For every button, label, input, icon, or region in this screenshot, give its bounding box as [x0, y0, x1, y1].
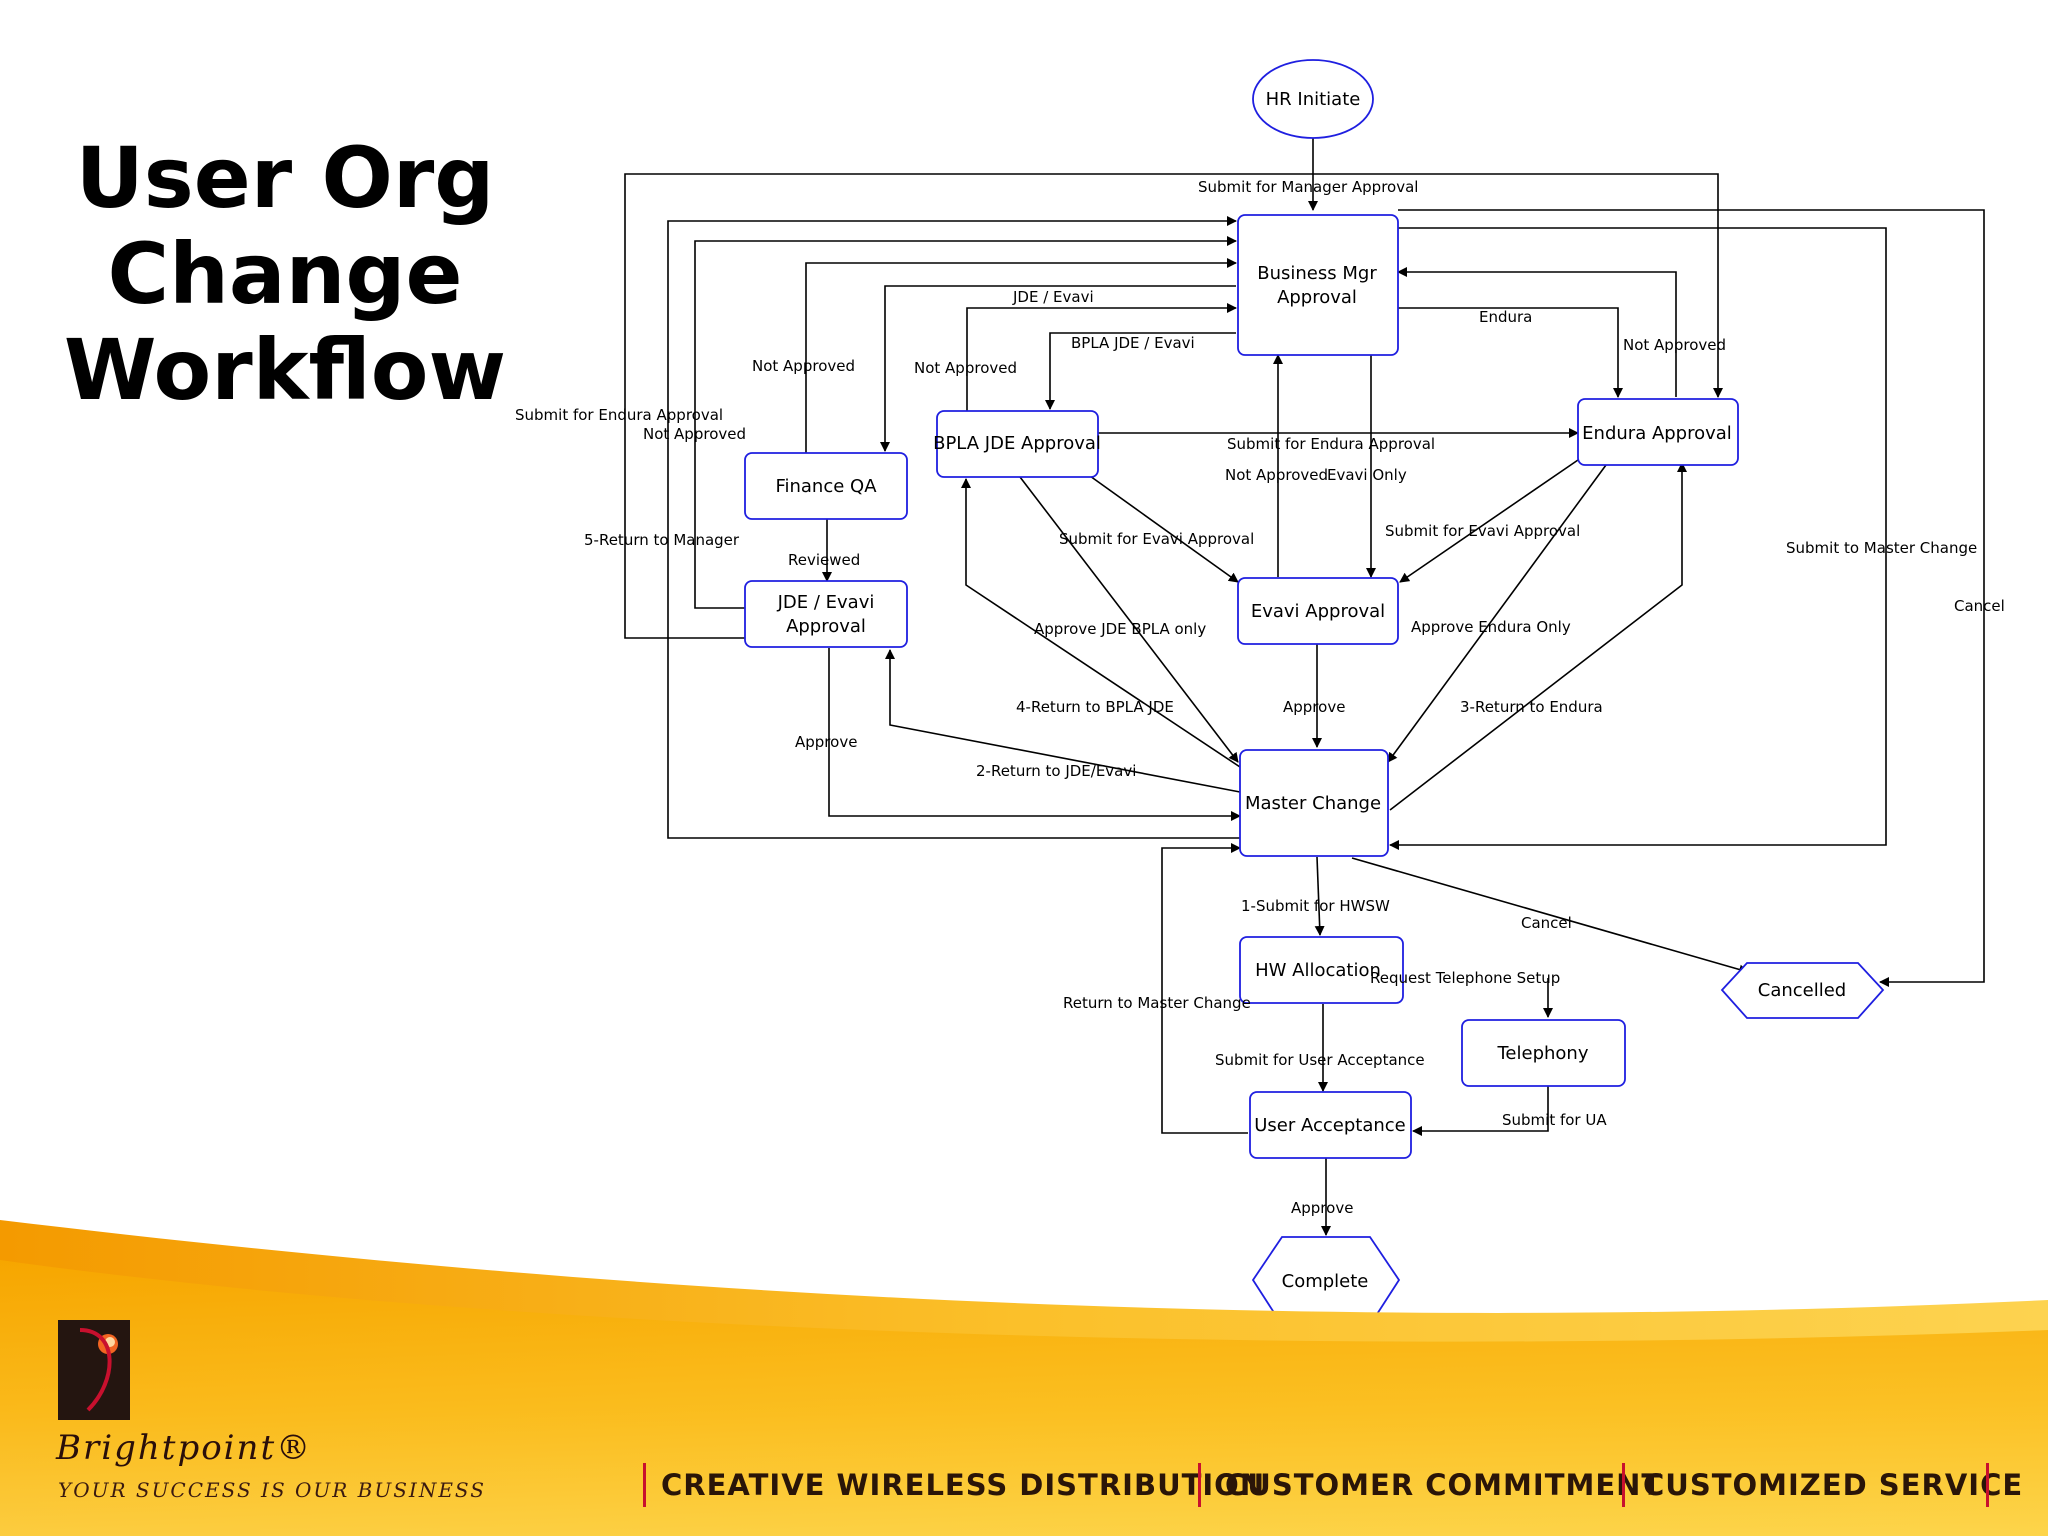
edge-label-submit-hwsw: 1-Submit for HWSW — [1241, 897, 1390, 915]
node-bpla-jde — [936, 410, 1099, 478]
edge-master-to-endura — [1389, 462, 1687, 811]
edge-label-not-approved-finance: Not Approved — [752, 357, 855, 375]
edge-label-evavi-only: Evavi Only — [1327, 466, 1407, 484]
label-evavi: Evavi Approval — [1251, 601, 1385, 622]
edge-master-to-hw — [1314, 856, 1325, 936]
edge-label-approve-jde: Approve — [795, 733, 857, 751]
footer-item-distribution: CREATIVE WIRELESS DISTRIBUTION — [661, 1468, 1266, 1502]
label-hw-allocation: HW Allocation — [1255, 960, 1381, 981]
edge-ua-to-master — [1161, 843, 1248, 1134]
node-evavi — [1237, 577, 1399, 645]
edge-bizmgr-to-finance — [880, 285, 1236, 452]
edge-master-to-bizmgr-loop — [667, 216, 1240, 839]
edge-label-approve-complete: Approve — [1291, 1199, 1353, 1217]
footer-separator — [1198, 1463, 1201, 1507]
edge-label-approve-evavi: Approve — [1283, 698, 1345, 716]
label-business-mgr-1: Business Mgr — [1257, 263, 1377, 284]
footer-separator — [1622, 1463, 1625, 1507]
edge-bpla-to-master — [1019, 476, 1239, 763]
edge-bizmgr-to-bpla — [1045, 332, 1236, 410]
node-user-acceptance — [1249, 1091, 1412, 1159]
edge-label-return-jde-evavi: 2-Return to JDE/Evavi — [976, 762, 1136, 780]
edge-bizmgr-to-master — [1389, 227, 1887, 850]
edge-master-to-jde — [885, 649, 1241, 793]
edge-label-return-endura: 3-Return to Endura — [1460, 698, 1603, 716]
label-finance-qa: Finance QA — [775, 476, 877, 497]
node-cancelled — [1720, 962, 1885, 1019]
edge-label-jde-evavi: JDE / Evavi — [1012, 288, 1094, 306]
footer-separator — [643, 1463, 646, 1507]
edge-telephony-to-ua — [1412, 1086, 1549, 1136]
edge-jde-to-master — [828, 648, 1241, 821]
label-business-mgr-2: Approval — [1277, 287, 1357, 308]
edge-labels: Submit for Manager Approval JDE / Evavi … — [515, 178, 2005, 1217]
edge-label-reviewed: Reviewed — [788, 551, 860, 569]
node-hw-allocation — [1239, 936, 1404, 1004]
edge-bizmgr-to-endura — [1398, 307, 1623, 398]
footer-item-commitment: CUSTOMER COMMITMENT — [1225, 1468, 1663, 1502]
edge-label-return-master: Return to Master Change — [1063, 994, 1251, 1012]
edge-label-submit-ua: Submit for User Acceptance — [1215, 1051, 1425, 1069]
edge-bpla-to-evavi — [1089, 475, 1239, 583]
edge-label-request-telephone: Request Telephone Setup — [1370, 969, 1560, 987]
edge-label-bpla-jde-evavi: BPLA JDE / Evavi — [1071, 334, 1195, 352]
label-bpla-jde: BPLA JDE Approval — [933, 433, 1101, 454]
slide-title: User Org Change Workflow — [63, 129, 507, 419]
node-master-change — [1239, 749, 1389, 857]
edge-label-submit-manager: Submit for Manager Approval — [1198, 178, 1418, 196]
node-business-mgr — [1237, 214, 1399, 356]
edge-label-not-approved-mid: Not Approved — [1225, 466, 1328, 484]
edge-master-to-cancelled — [1351, 857, 1749, 975]
label-telephony: Telephony — [1497, 1043, 1589, 1064]
edge-label-cancel-right: Cancel — [1954, 597, 2005, 615]
label-endura: Endura Approval — [1582, 423, 1732, 444]
edge-label-submit-endura-left: Submit for Endura Approval — [515, 406, 723, 424]
edge-label-submit-evavi-1: Submit for Evavi Approval — [1059, 530, 1254, 548]
edge-label-submit-evavi-2: Submit for Evavi Approval — [1385, 522, 1580, 540]
edge-label-return-bpla: 4-Return to BPLA JDE — [1016, 698, 1174, 716]
node-telephony — [1461, 1019, 1626, 1087]
edge-label-approve-jde-bpla: Approve JDE BPLA only — [1034, 620, 1206, 638]
footer-banner — [0, 1220, 2048, 1536]
edges — [624, 136, 1985, 1236]
node-jde-evavi — [744, 580, 908, 648]
footer-separator — [1986, 1463, 1989, 1507]
nodes — [744, 59, 1885, 1326]
edge-label-not-approved-left: Not Approved — [643, 425, 746, 443]
edge-bpla-to-bizmgr — [966, 303, 1237, 411]
brand-name: Brightpoint® — [56, 1428, 313, 1468]
edge-jde-to-bizmgr — [694, 236, 1237, 609]
edge-label-cancel-master: Cancel — [1521, 914, 1572, 932]
node-hr-initiate — [1252, 59, 1374, 139]
label-master-change: Master Change — [1245, 793, 1381, 814]
edge-label-submit-master: Submit to Master Change — [1786, 539, 1977, 557]
node-finance-qa — [744, 452, 908, 520]
brand-tagline: YOUR SUCCESS IS OUR BUSINESS — [58, 1478, 486, 1502]
node-labels: HR Initiate Business Mgr Approval Financ… — [775, 89, 1846, 1292]
label-user-acceptance: User Acceptance — [1254, 1115, 1406, 1136]
edge-bizmgr-to-cancelled — [1398, 209, 1985, 987]
edge-endura-to-master — [1387, 464, 1607, 763]
label-complete: Complete — [1282, 1271, 1369, 1292]
edge-finance-to-bizmgr — [805, 258, 1237, 453]
brightpoint-logo-icon — [58, 1320, 130, 1420]
footer-item-service: CUSTOMIZED SERVICE — [1643, 1468, 2024, 1502]
edge-jde-to-endura-outer — [624, 173, 1723, 639]
edge-label-approve-endura: Approve Endura Only — [1411, 618, 1571, 636]
edge-label-endura: Endura — [1479, 308, 1532, 326]
edge-label-return-manager: 5-Return to Manager — [584, 531, 740, 549]
edge-endura-to-evavi — [1399, 459, 1579, 583]
edge-label-submit-for-ua: Submit for UA — [1502, 1111, 1607, 1129]
label-jde-evavi-1: JDE / Evavi — [777, 592, 875, 613]
label-cancelled: Cancelled — [1758, 980, 1846, 1001]
label-hr-initiate: HR Initiate — [1266, 89, 1361, 110]
node-endura — [1577, 398, 1739, 466]
edge-label-submit-endura-mid: Submit for Endura Approval — [1227, 435, 1435, 453]
label-jde-evavi-2: Approval — [786, 616, 866, 637]
edge-label-not-approved-endura: Not Approved — [1623, 336, 1726, 354]
edge-master-to-bpla — [961, 478, 1241, 768]
edge-label-not-approved-bpla: Not Approved — [914, 359, 1017, 377]
edge-endura-to-bizmgr — [1397, 267, 1677, 397]
